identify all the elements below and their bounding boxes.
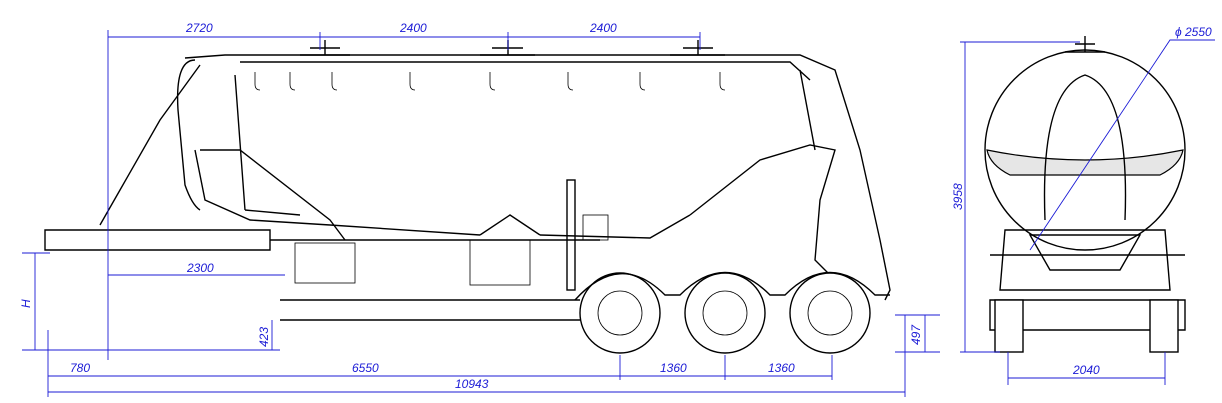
hatch-3 bbox=[670, 40, 725, 56]
rear-hatch bbox=[1065, 36, 1105, 53]
aeration-hooks bbox=[254, 72, 726, 91]
wheel-1-hub bbox=[597, 290, 643, 336]
dim-overall-height: 3958 bbox=[951, 183, 965, 210]
wheel-2 bbox=[684, 272, 766, 354]
hatch-group bbox=[300, 40, 725, 56]
axle-group bbox=[574, 271, 890, 354]
rear-wheel-left bbox=[994, 299, 1024, 353]
rear-tank-circle bbox=[984, 49, 1186, 251]
dim-h-label: H bbox=[19, 299, 33, 308]
side-view-trailer bbox=[44, 40, 891, 354]
hatch-2 bbox=[480, 40, 535, 56]
rear-view-trailer bbox=[984, 36, 1215, 353]
rear-view-dimensions: ϕ 2550 3958 2040 bbox=[951, 25, 1212, 385]
wheel-1 bbox=[579, 272, 661, 354]
dim-ground-clearance: 423 bbox=[257, 327, 271, 347]
dim-rear-height: 497 bbox=[909, 324, 923, 345]
front-air-pipe bbox=[176, 59, 201, 211]
fenders bbox=[574, 271, 890, 301]
tank-lower-edge bbox=[244, 209, 691, 239]
dim-axle-spacing-1: 1360 bbox=[660, 361, 687, 375]
wheel-3 bbox=[789, 272, 871, 354]
hatch-1 bbox=[300, 40, 350, 56]
tank-body bbox=[184, 54, 891, 301]
dim-top-mid: 2400 bbox=[399, 21, 427, 35]
wheel-3-hub bbox=[807, 290, 853, 336]
hopper-left bbox=[99, 64, 346, 241]
dim-overall-length: 10943 bbox=[455, 377, 489, 391]
rear-chassis bbox=[989, 254, 1186, 331]
dim-kingpin-to-axle: 6550 bbox=[352, 361, 379, 375]
dim-top-left: 2720 bbox=[185, 21, 213, 35]
dim-top-right: 2400 bbox=[589, 21, 617, 35]
dim-front-overhang: 780 bbox=[70, 361, 90, 375]
dim-track-width: 2040 bbox=[1072, 363, 1100, 377]
rear-tank-arc bbox=[1043, 74, 1127, 221]
dim-tank-diameter: ϕ 2550 bbox=[1175, 25, 1212, 39]
chassis-frame bbox=[44, 229, 601, 321]
side-view-dimensions: 2720 2400 2400 2300 H 423 780 6550 1360 … bbox=[19, 21, 940, 397]
rear-diagonal-leader bbox=[1029, 39, 1215, 251]
dim-kingpin-height: 2300 bbox=[186, 261, 214, 275]
rear-wheel-right bbox=[1149, 299, 1179, 353]
dim-axle-spacing-2: 1360 bbox=[768, 361, 795, 375]
valve-block bbox=[294, 214, 609, 286]
rear-ladder bbox=[566, 179, 576, 291]
rear-body bbox=[999, 229, 1171, 291]
rear-tank-band bbox=[986, 149, 1184, 176]
hopper-middle bbox=[479, 144, 836, 276]
wheel-2-hub bbox=[702, 290, 748, 336]
